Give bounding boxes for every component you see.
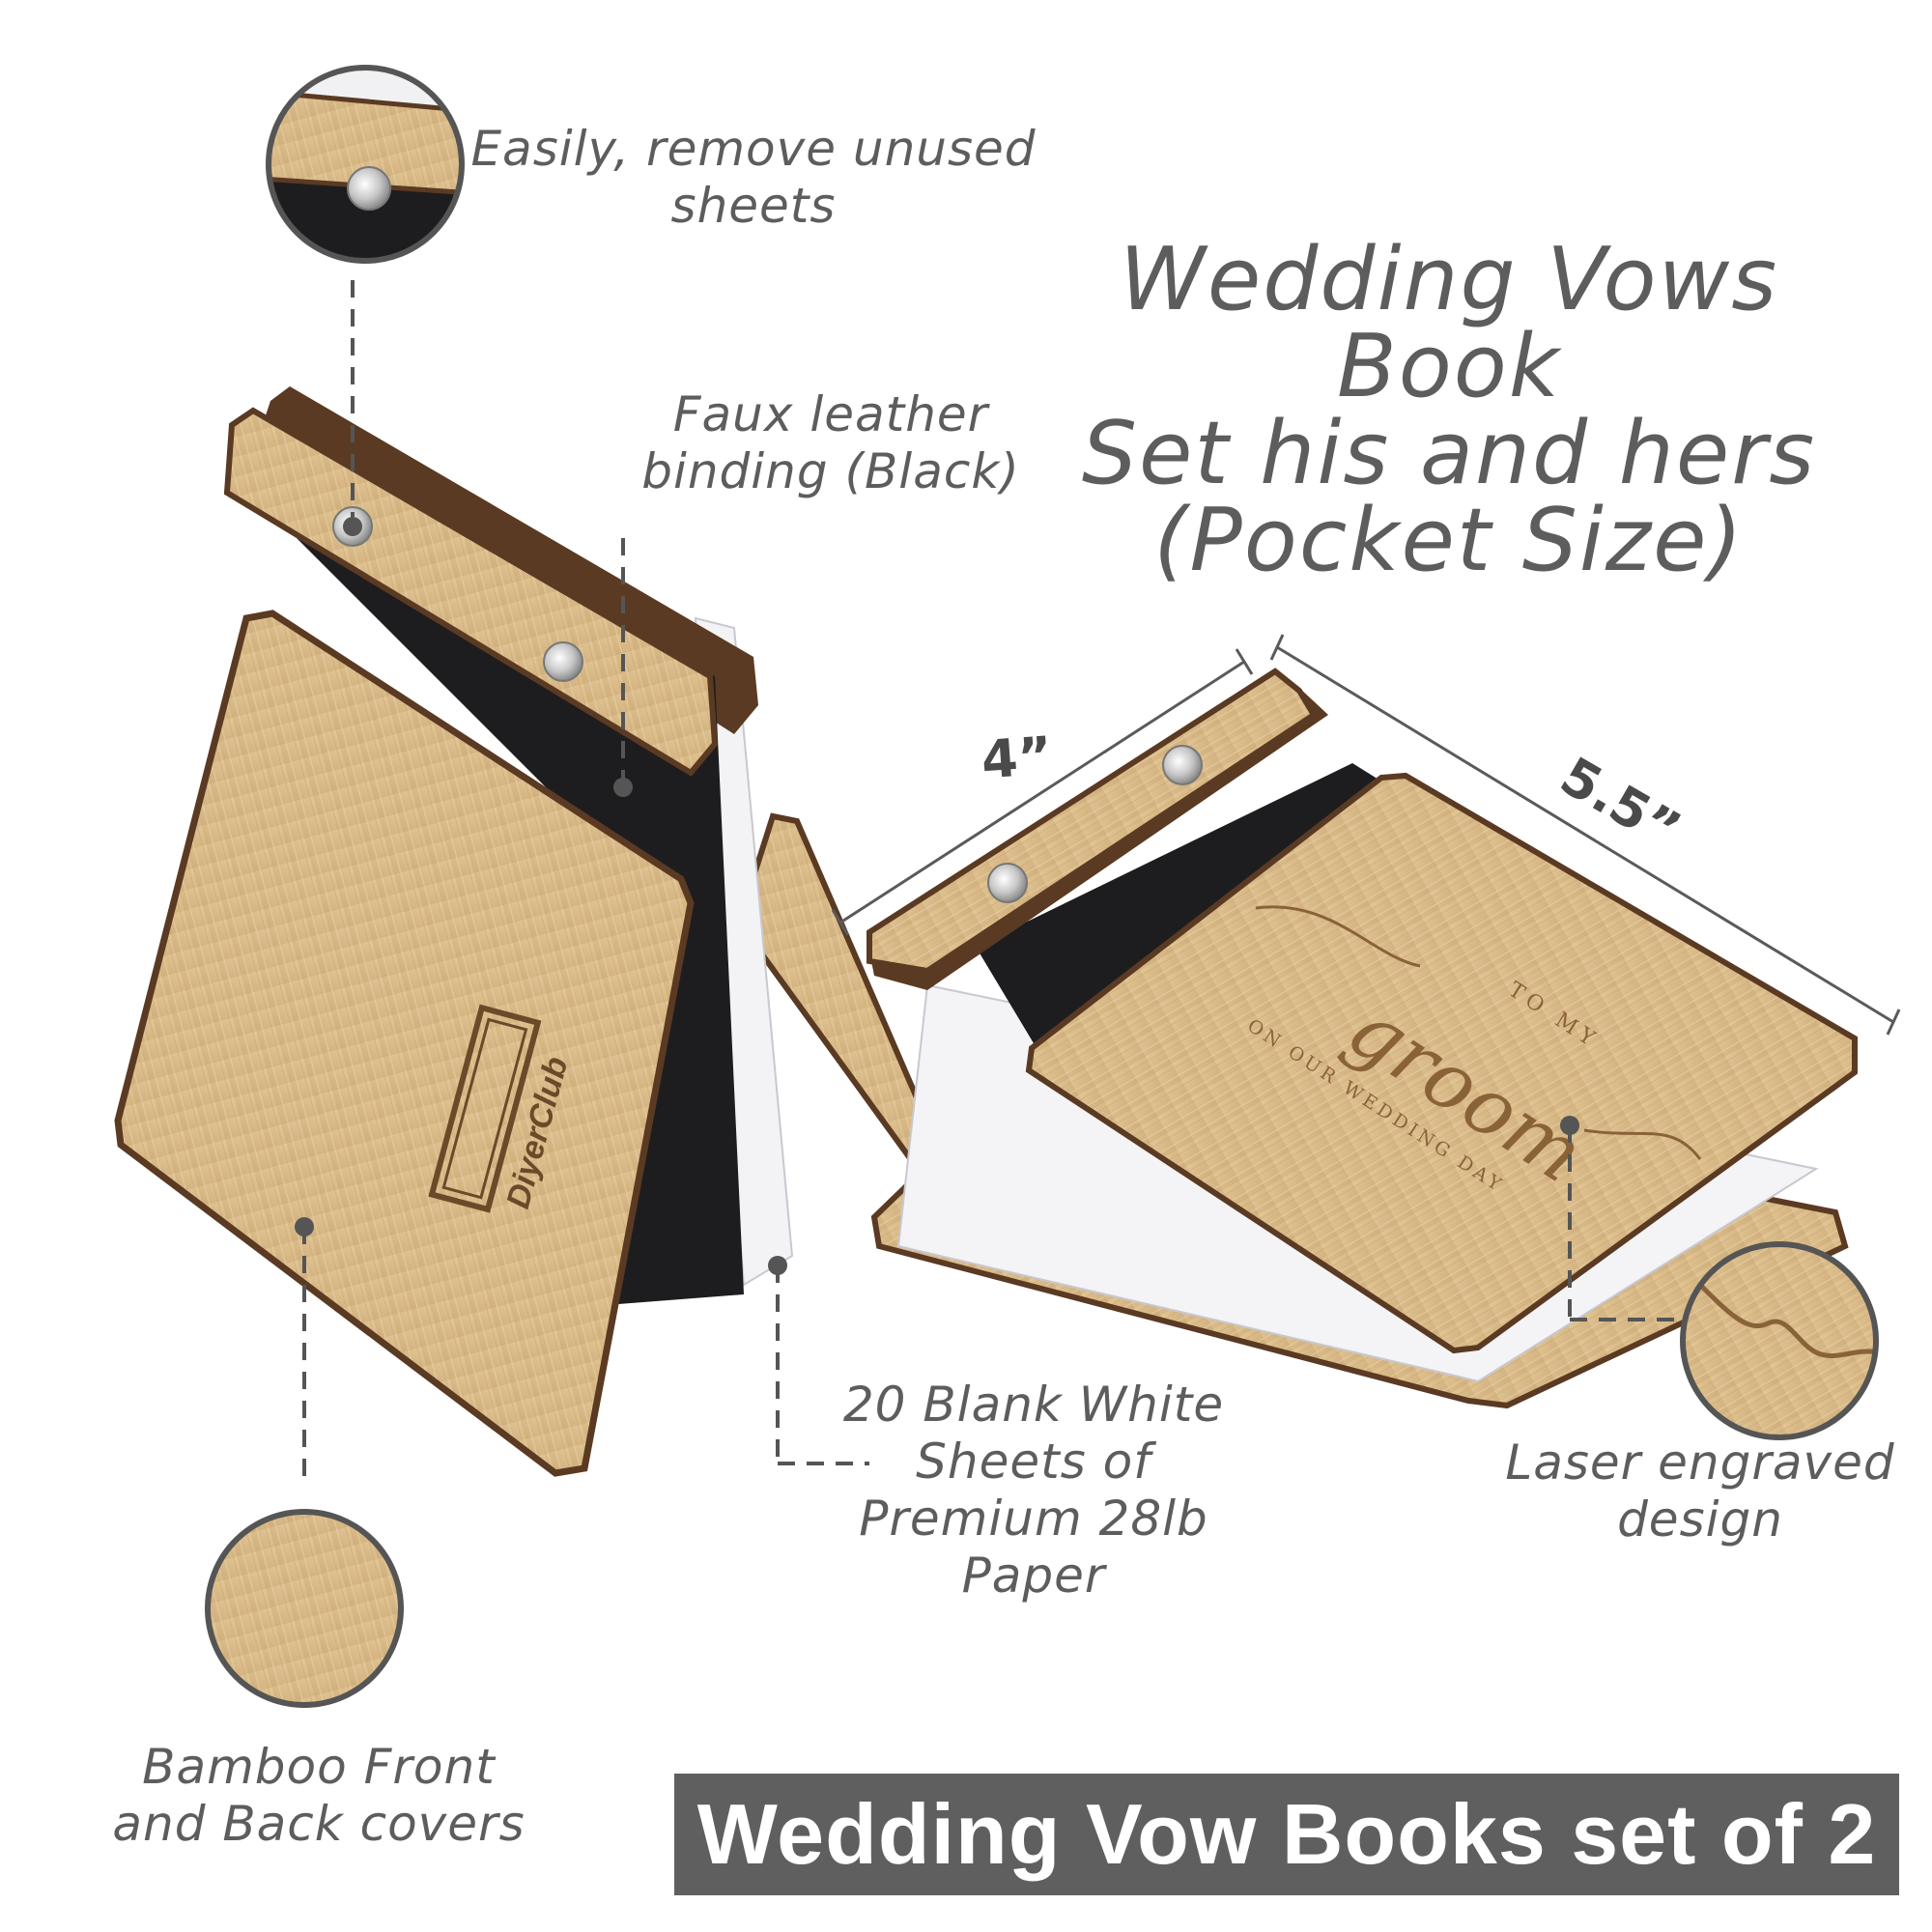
callout-paper-sheets: 20 Blank White Sheets of Premium 28lb Pa…	[842, 1377, 1225, 1604]
product-title: Wedding Vows Book Set his and hers (Pock…	[1081, 229, 1817, 591]
dimension-lines	[831, 634, 1901, 1036]
detail-circle-engraving	[1680, 1241, 1879, 1440]
magnet-icon	[1162, 745, 1203, 785]
callout-remove-sheets: Easily, remove unused sheets	[470, 121, 1037, 234]
lying-book: TO MY groom ON OUR WEDDING DAY	[867, 668, 1858, 1409]
callout-dots	[295, 517, 1579, 1275]
screw-icon	[543, 641, 583, 682]
magnet-icon	[987, 863, 1028, 903]
dimension-width: 4”	[979, 724, 1055, 791]
callout-bamboo-covers: Bamboo Front and Back covers	[112, 1739, 526, 1852]
banner-text: Wedding Vow Books set of 2	[696, 1786, 1877, 1882]
detail-circle-bamboo	[205, 1509, 404, 1708]
set-banner: Wedding Vow Books set of 2	[674, 1774, 1899, 1895]
callout-leather-binding: Faux leather binding (Black)	[641, 386, 1020, 499]
callout-laser-engraving: Laser engraved design	[1505, 1435, 1895, 1548]
standing-book: DiyerClub	[114, 386, 941, 1477]
detail-circle-screw	[266, 65, 465, 264]
callout-leaders	[302, 280, 1676, 1483]
